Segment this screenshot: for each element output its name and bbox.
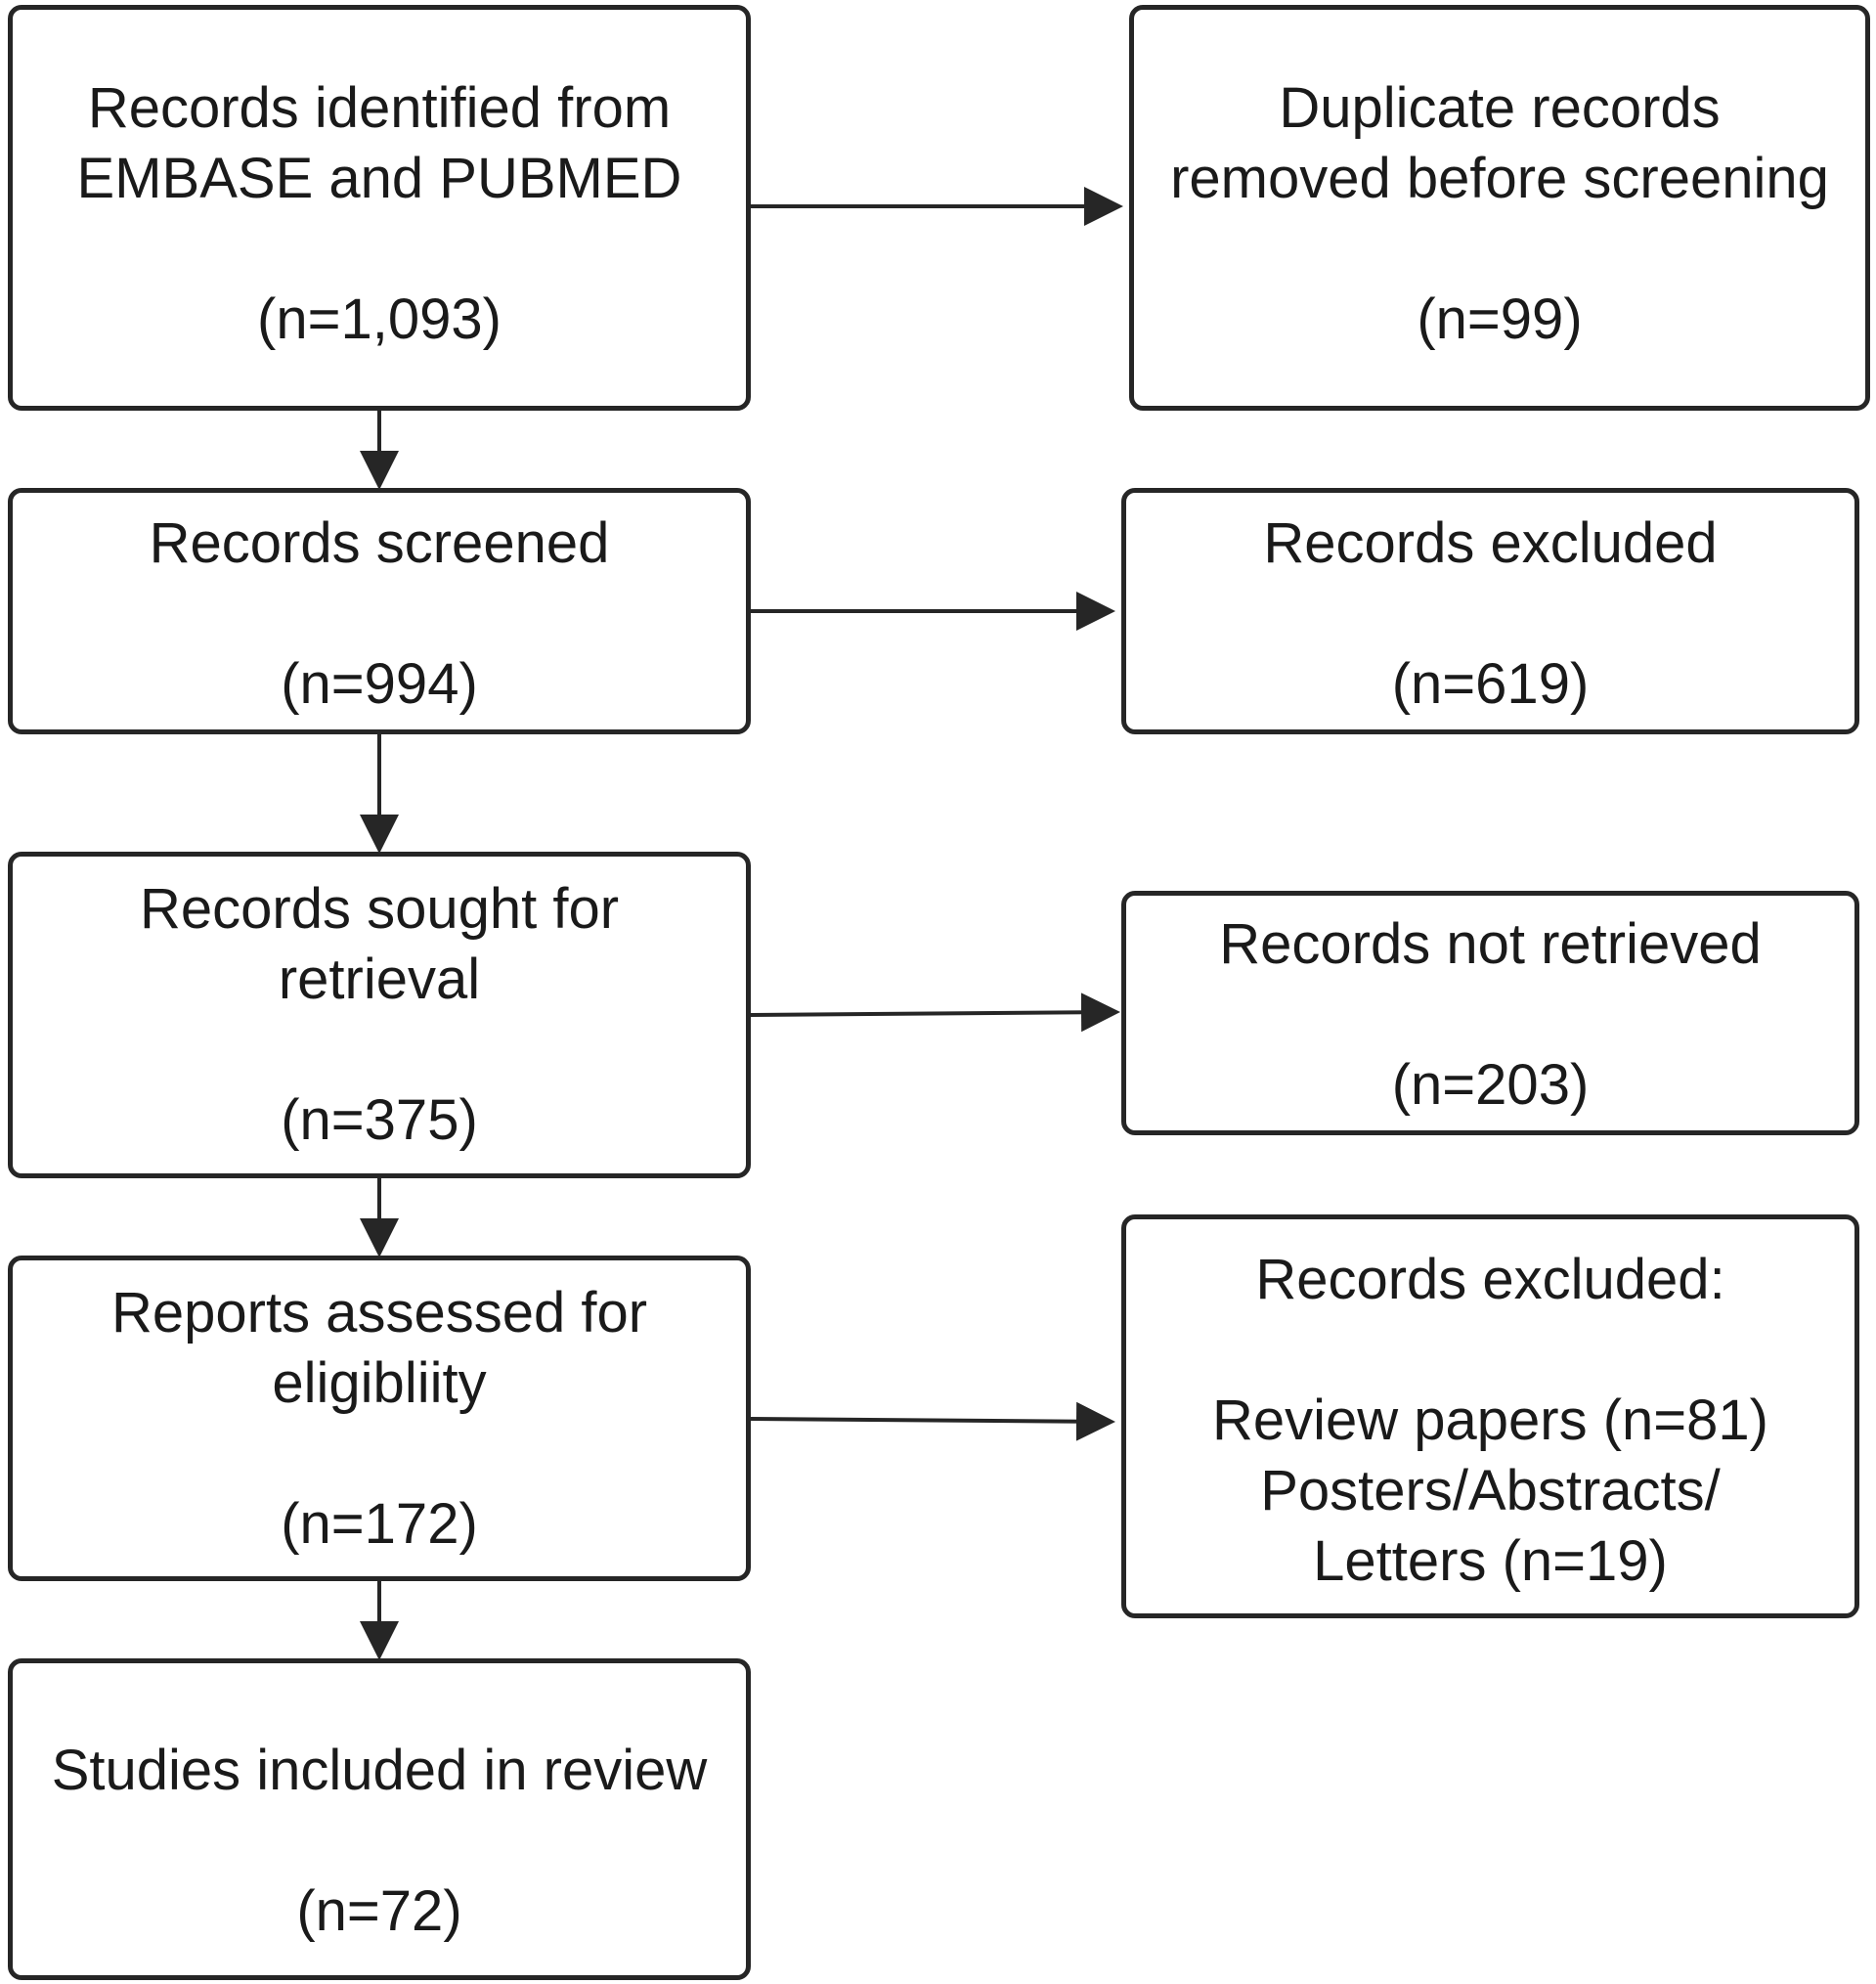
box-records-excluded-eligibility-line-2: Posters/Abstracts/: [1260, 1459, 1721, 1522]
box-duplicates-removed-line-2: removed before screening: [1170, 147, 1829, 210]
box-records-identified-line-2: EMBASE and PUBMED: [76, 147, 682, 210]
box-records-sought-line-1: Records sought for: [139, 877, 620, 941]
box-records-excluded: Records excluded (n=619): [1121, 488, 1859, 734]
arrow-assessed-to-excluded-eligibility: [750, 1401, 1115, 1441]
box-records-identified-count: (n=1,093): [257, 287, 502, 351]
box-records-excluded-line-1: Records excluded: [1263, 511, 1718, 575]
box-reports-assessed: Reports assessed for eligibliity (n=172): [8, 1256, 751, 1581]
box-records-sought: Records sought for retrieval (n=375): [8, 852, 751, 1178]
box-reports-assessed-line-1: Reports assessed for: [110, 1281, 648, 1345]
box-studies-included-count: (n=72): [296, 1879, 462, 1943]
box-records-excluded-count: (n=619): [1391, 652, 1590, 716]
box-studies-included-line-1: Studies included in review: [51, 1739, 708, 1802]
box-records-screened: Records screened (n=994): [8, 488, 751, 734]
box-records-excluded-eligibility: Records excluded: Review papers (n=81) P…: [1121, 1214, 1859, 1618]
box-reports-assessed-line-2: eligibliity: [272, 1351, 487, 1415]
box-duplicates-removed: Duplicate records removed before screeni…: [1129, 5, 1870, 411]
box-records-screened-line-1: Records screened: [149, 511, 610, 575]
box-records-excluded-eligibility-line-1: Review papers (n=81): [1211, 1389, 1768, 1452]
arrow-sought-to-not-retrieved: [750, 992, 1120, 1033]
box-reports-assessed-count: (n=172): [281, 1492, 478, 1556]
box-records-identified-line-1: Records identified from: [87, 76, 672, 140]
box-duplicates-removed-count: (n=99): [1417, 287, 1583, 351]
box-records-sought-count: (n=375): [281, 1088, 478, 1152]
box-records-screened-count: (n=994): [281, 652, 478, 716]
box-records-sought-line-2: retrieval: [278, 948, 481, 1011]
box-records-not-retrieved-count: (n=203): [1391, 1053, 1590, 1117]
box-records-not-retrieved-line-1: Records not retrieved: [1219, 912, 1762, 976]
box-studies-included: Studies included in review (n=72): [8, 1658, 751, 1980]
box-records-excluded-eligibility-line-3: Letters (n=19): [1313, 1529, 1668, 1593]
box-records-identified: Records identified from EMBASE and PUBME…: [8, 5, 751, 411]
box-duplicates-removed-line-1: Duplicate records: [1279, 76, 1721, 140]
box-records-not-retrieved: Records not retrieved (n=203): [1121, 891, 1859, 1135]
box-records-excluded-eligibility-title: Records excluded:: [1255, 1248, 1725, 1311]
